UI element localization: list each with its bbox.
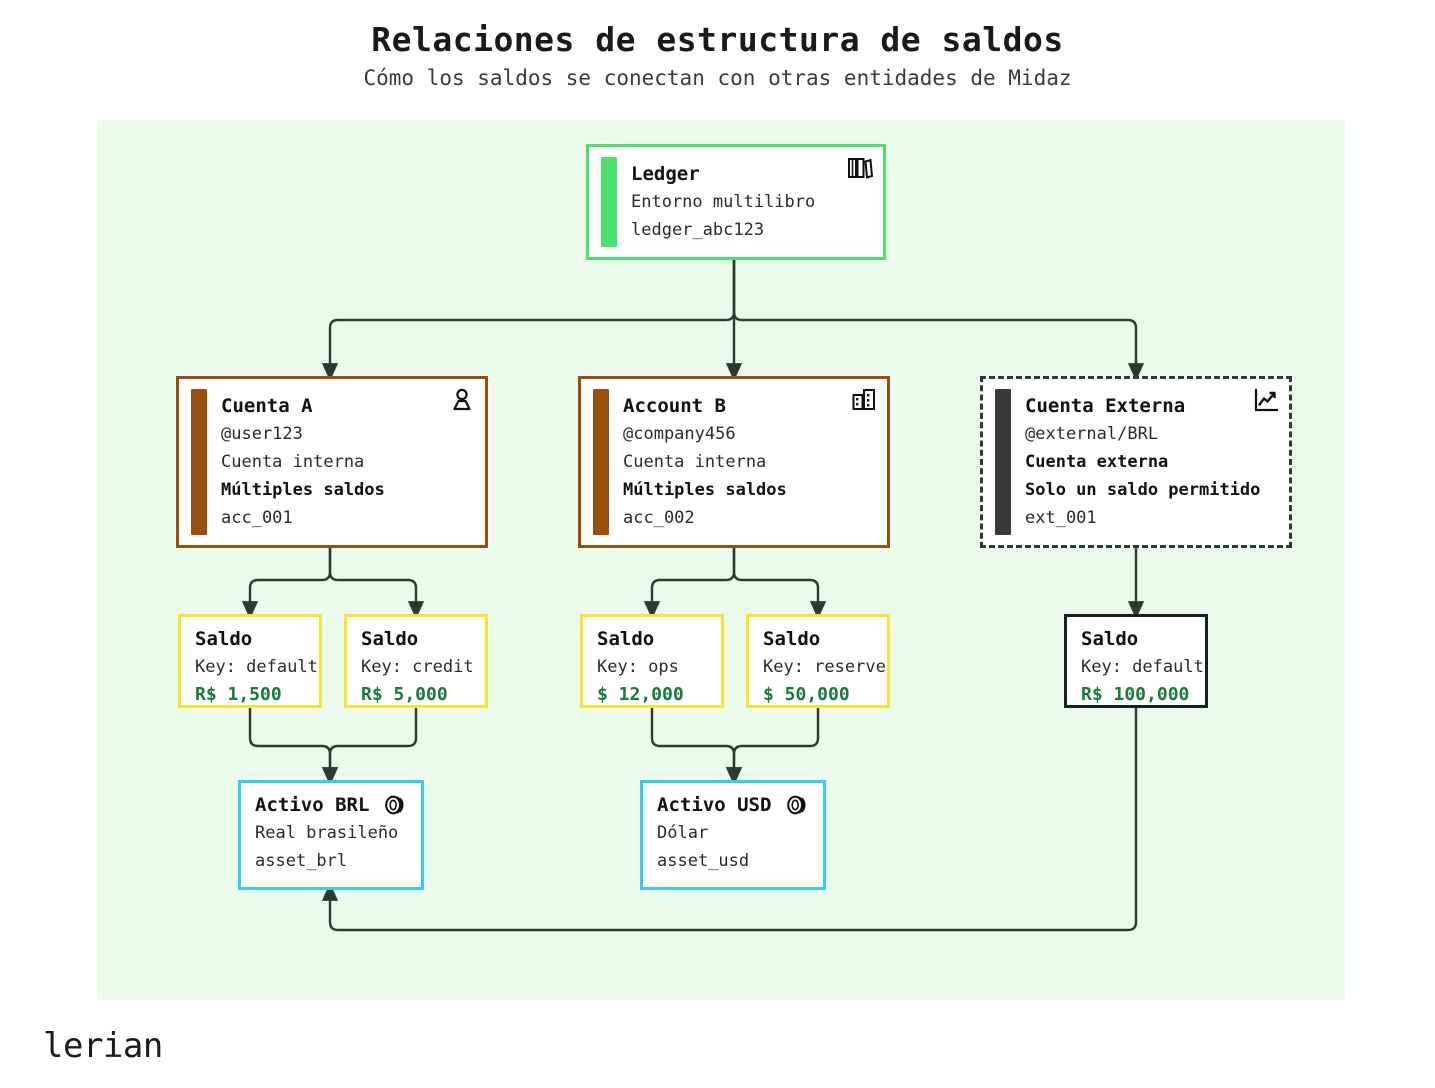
account-a-accent-bar	[191, 389, 207, 535]
coins-icon	[785, 793, 811, 819]
account-a-type: Cuenta interna	[221, 452, 365, 472]
node-account-b[interactable]: Account B @company456 Cuenta interna Múl…	[578, 376, 890, 548]
diagram-header: Relaciones de estructura de saldos Cómo …	[0, 18, 1435, 94]
account-b-balances-note: Múltiples saldos	[623, 480, 787, 500]
account-external-id: ext_001	[1025, 508, 1097, 528]
balance-external-title: Saldo	[1081, 628, 1139, 650]
balance-a-credit-key: Key: credit	[361, 657, 474, 677]
balance-external-amount: R$ 100,000	[1081, 684, 1190, 705]
node-ledger[interactable]: Ledger Entorno multilibro ledger_abc123	[586, 144, 886, 260]
account-external-alias: @external/BRL	[1025, 424, 1159, 444]
account-a-balances-note: Múltiples saldos	[221, 480, 385, 500]
books-icon	[847, 155, 874, 181]
balance-a-default-amount: R$ 1,500	[195, 684, 282, 705]
balance-a-credit-amount: R$ 5,000	[361, 684, 448, 705]
node-balance-b-reserve[interactable]: Saldo Key: reserve $ 50,000	[746, 614, 890, 708]
balance-b-reserve-key: Key: reserve	[763, 657, 886, 677]
user-icon	[449, 387, 475, 413]
node-account-a[interactable]: Cuenta A @user123 Cuenta interna Múltipl…	[176, 376, 488, 548]
node-account-external[interactable]: Cuenta Externa @external/BRL Cuenta exte…	[980, 376, 1292, 548]
account-a-title: Cuenta A	[221, 395, 313, 417]
balance-a-default-key: Key: default	[195, 657, 318, 677]
asset-usd-id: asset_usd	[657, 851, 750, 871]
node-asset-brl[interactable]: Activo BRL Real brasileño asset_brl	[238, 780, 424, 890]
asset-brl-title: Activo BRL	[255, 794, 370, 816]
node-balance-b-ops[interactable]: Saldo Key: ops $ 12,000	[580, 614, 724, 708]
node-balance-a-credit[interactable]: Saldo Key: credit R$ 5,000	[344, 614, 488, 708]
account-a-alias: @user123	[221, 424, 303, 444]
node-balance-a-default[interactable]: Saldo Key: default R$ 1,500	[178, 614, 322, 708]
account-b-alias: @company456	[623, 424, 736, 444]
account-b-type: Cuenta interna	[623, 452, 767, 472]
trending-up-icon	[1253, 387, 1279, 413]
balance-b-reserve-amount: $ 50,000	[763, 684, 850, 705]
node-asset-usd[interactable]: Activo USD Dólar asset_usd	[640, 780, 826, 890]
account-b-title: Account B	[623, 395, 726, 417]
diagram-canvas: Ledger Entorno multilibro ledger_abc123 …	[98, 120, 1345, 1000]
lerian-logo: lerian	[43, 1026, 163, 1066]
account-b-id: acc_002	[623, 508, 695, 528]
account-external-type: Cuenta externa	[1025, 452, 1169, 472]
coins-icon	[383, 793, 409, 819]
asset-usd-title: Activo USD	[657, 794, 772, 816]
balance-external-key: Key: default	[1081, 657, 1204, 677]
asset-brl-description: Real brasileño	[255, 823, 399, 843]
account-external-accent-bar	[995, 389, 1011, 535]
ledger-description: Entorno multilibro	[631, 192, 816, 212]
account-external-title: Cuenta Externa	[1025, 395, 1186, 417]
ledger-id: ledger_abc123	[631, 220, 765, 240]
building-icon	[851, 387, 877, 413]
ledger-accent-bar	[601, 157, 617, 247]
account-a-id: acc_001	[221, 508, 293, 528]
node-balance-external-default[interactable]: Saldo Key: default R$ 100,000	[1064, 614, 1208, 708]
balance-a-credit-title: Saldo	[361, 628, 419, 650]
page-title: Relaciones de estructura de saldos	[371, 20, 1064, 59]
balance-b-ops-title: Saldo	[597, 628, 655, 650]
page-subtitle: Cómo los saldos se conectan con otras en…	[363, 66, 1072, 90]
balance-b-ops-amount: $ 12,000	[597, 684, 684, 705]
balance-b-ops-key: Key: ops	[597, 657, 679, 677]
ledger-title: Ledger	[631, 163, 700, 185]
balance-a-default-title: Saldo	[195, 628, 253, 650]
account-external-constraint: Solo un saldo permitido	[1025, 480, 1261, 500]
asset-brl-id: asset_brl	[255, 851, 348, 871]
account-b-accent-bar	[593, 389, 609, 535]
asset-usd-description: Dólar	[657, 823, 709, 843]
balance-b-reserve-title: Saldo	[763, 628, 821, 650]
